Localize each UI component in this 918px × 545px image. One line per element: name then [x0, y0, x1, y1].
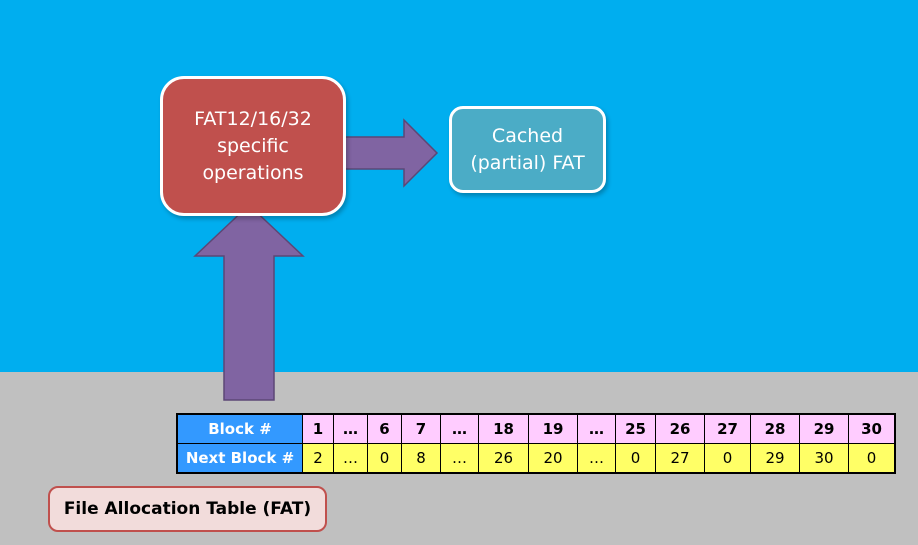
block-cell: 1: [302, 413, 334, 444]
block-cell: …: [577, 413, 616, 444]
block-header: Block #: [176, 413, 303, 444]
next-block-cell: …: [333, 443, 368, 474]
next-block-cell: 0: [704, 443, 751, 474]
next-block-cell: 2: [302, 443, 334, 474]
block-cell: 7: [401, 413, 441, 444]
next-block-cell: 0: [367, 443, 402, 474]
block-cell: …: [440, 413, 479, 444]
right-arrow: [335, 118, 439, 188]
next-block-cell: 26: [478, 443, 529, 474]
fat-caption-text: File Allocation Table (FAT): [63, 499, 312, 519]
fat-ops-box: FAT12/16/32 specific operations: [160, 76, 346, 216]
next-block-header: Next Block #: [176, 443, 303, 474]
block-cell: 30: [848, 413, 896, 444]
next-block-cell: 0: [615, 443, 656, 474]
next-block-cell: 20: [528, 443, 578, 474]
next-block-cell: 27: [655, 443, 705, 474]
block-cell: 27: [704, 413, 751, 444]
next-block-cell: 30: [799, 443, 849, 474]
block-cell: 25: [615, 413, 656, 444]
next-block-cell: 8: [401, 443, 441, 474]
fat-ops-label: FAT12/16/32 specific operations: [194, 107, 312, 184]
cached-fat-box: Cached (partial) FAT: [449, 106, 606, 193]
block-cell: 19: [528, 413, 578, 444]
block-cell: 26: [655, 413, 705, 444]
block-cell: …: [333, 413, 368, 444]
block-cell: 28: [750, 413, 800, 444]
fat-caption: File Allocation Table (FAT): [48, 486, 327, 532]
next-block-cell: …: [577, 443, 616, 474]
cached-fat-label: Cached (partial) FAT: [470, 124, 585, 174]
next-block-cell: …: [440, 443, 479, 474]
block-cell: 29: [799, 413, 849, 444]
up-arrow: [193, 203, 305, 401]
next-block-cell: 29: [750, 443, 800, 474]
block-cell: 18: [478, 413, 529, 444]
next-block-cell: 0: [848, 443, 896, 474]
block-cell: 6: [367, 413, 402, 444]
